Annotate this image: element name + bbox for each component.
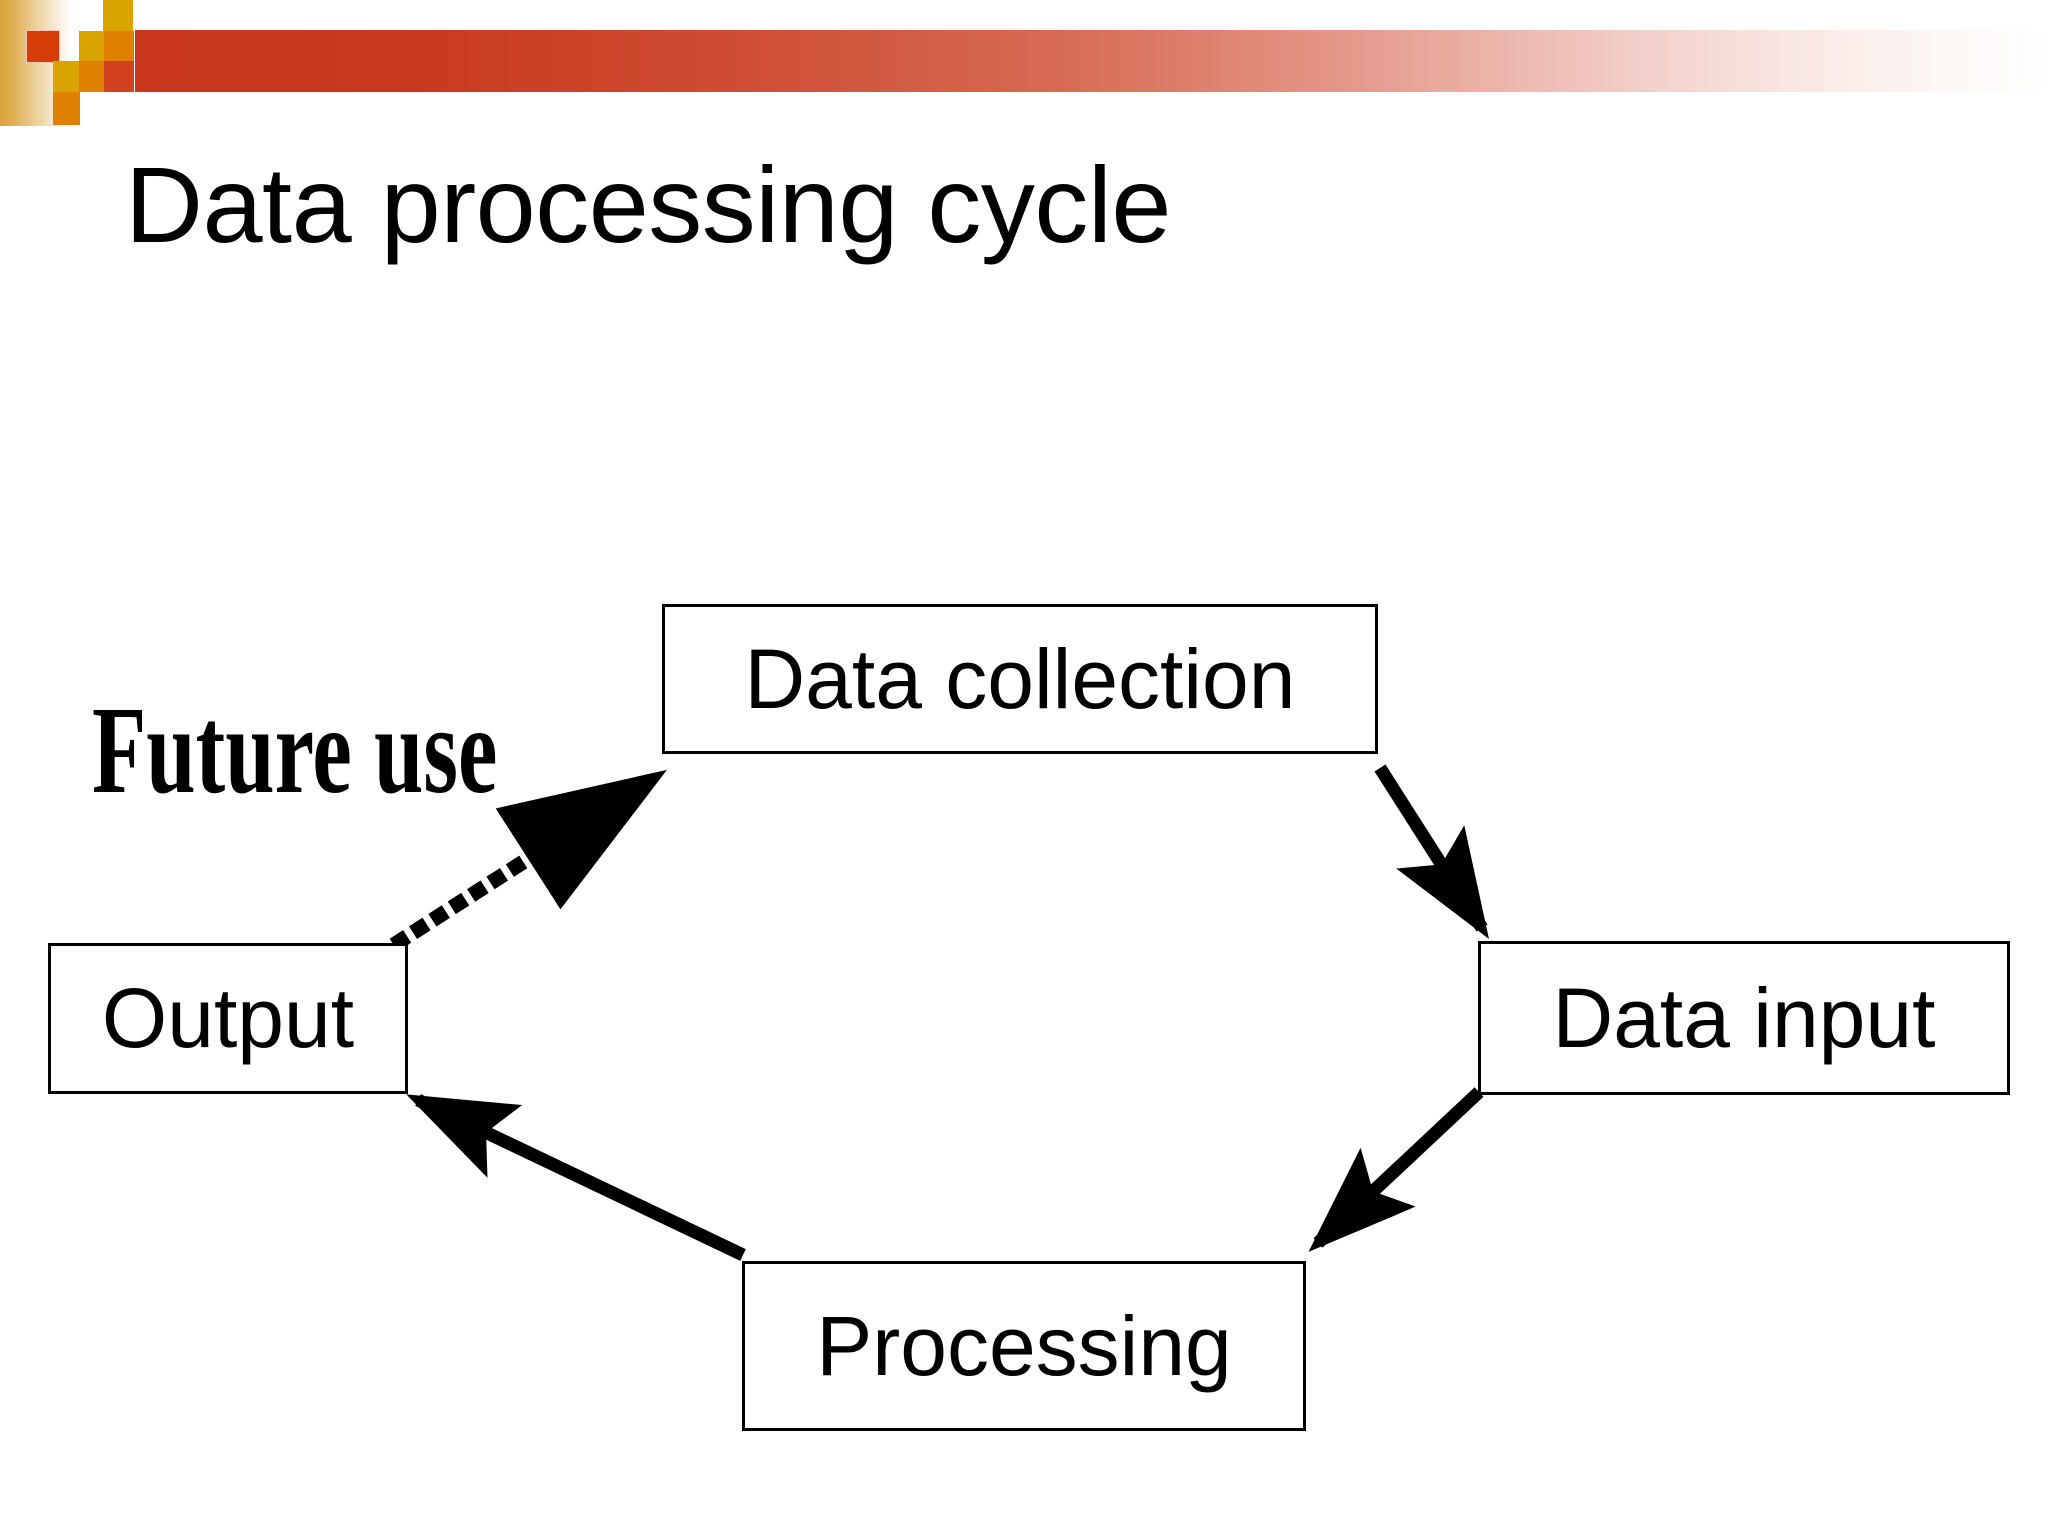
arrow-output-to-collection-dotted bbox=[389, 769, 667, 952]
annotation-future-use: Future use bbox=[92, 680, 498, 820]
arrow-collection-to-input bbox=[1374, 764, 1489, 939]
node-output-label: Output bbox=[101, 971, 355, 1065]
node-data-input-label: Data input bbox=[1552, 970, 1936, 1065]
page-title: Data processing cycle bbox=[125, 144, 1171, 265]
arrow-input-to-processing bbox=[1308, 1087, 1484, 1252]
header-square-gold-top bbox=[103, 0, 133, 33]
header-square-orange-bottom bbox=[53, 92, 80, 125]
node-output[interactable]: Output bbox=[48, 943, 408, 1094]
node-processing-label: Processing bbox=[816, 1298, 1232, 1393]
header-square-red-overlay bbox=[104, 61, 134, 92]
header-square-red bbox=[26, 30, 60, 63]
node-data-collection-label: Data collection bbox=[744, 631, 1296, 726]
node-data-collection[interactable]: Data collection bbox=[662, 604, 1378, 754]
arrow-processing-to-output bbox=[406, 1094, 746, 1261]
header-square-gold-middle bbox=[79, 31, 106, 62]
header-square-gold-lower bbox=[53, 61, 80, 92]
header-square-orange-lower bbox=[79, 61, 106, 92]
slide-header-decoration bbox=[0, 0, 2048, 130]
node-data-input[interactable]: Data input bbox=[1478, 941, 2010, 1095]
node-processing[interactable]: Processing bbox=[742, 1261, 1306, 1431]
header-gradient-bar bbox=[135, 30, 2048, 92]
header-square-orange-middle bbox=[104, 31, 134, 62]
